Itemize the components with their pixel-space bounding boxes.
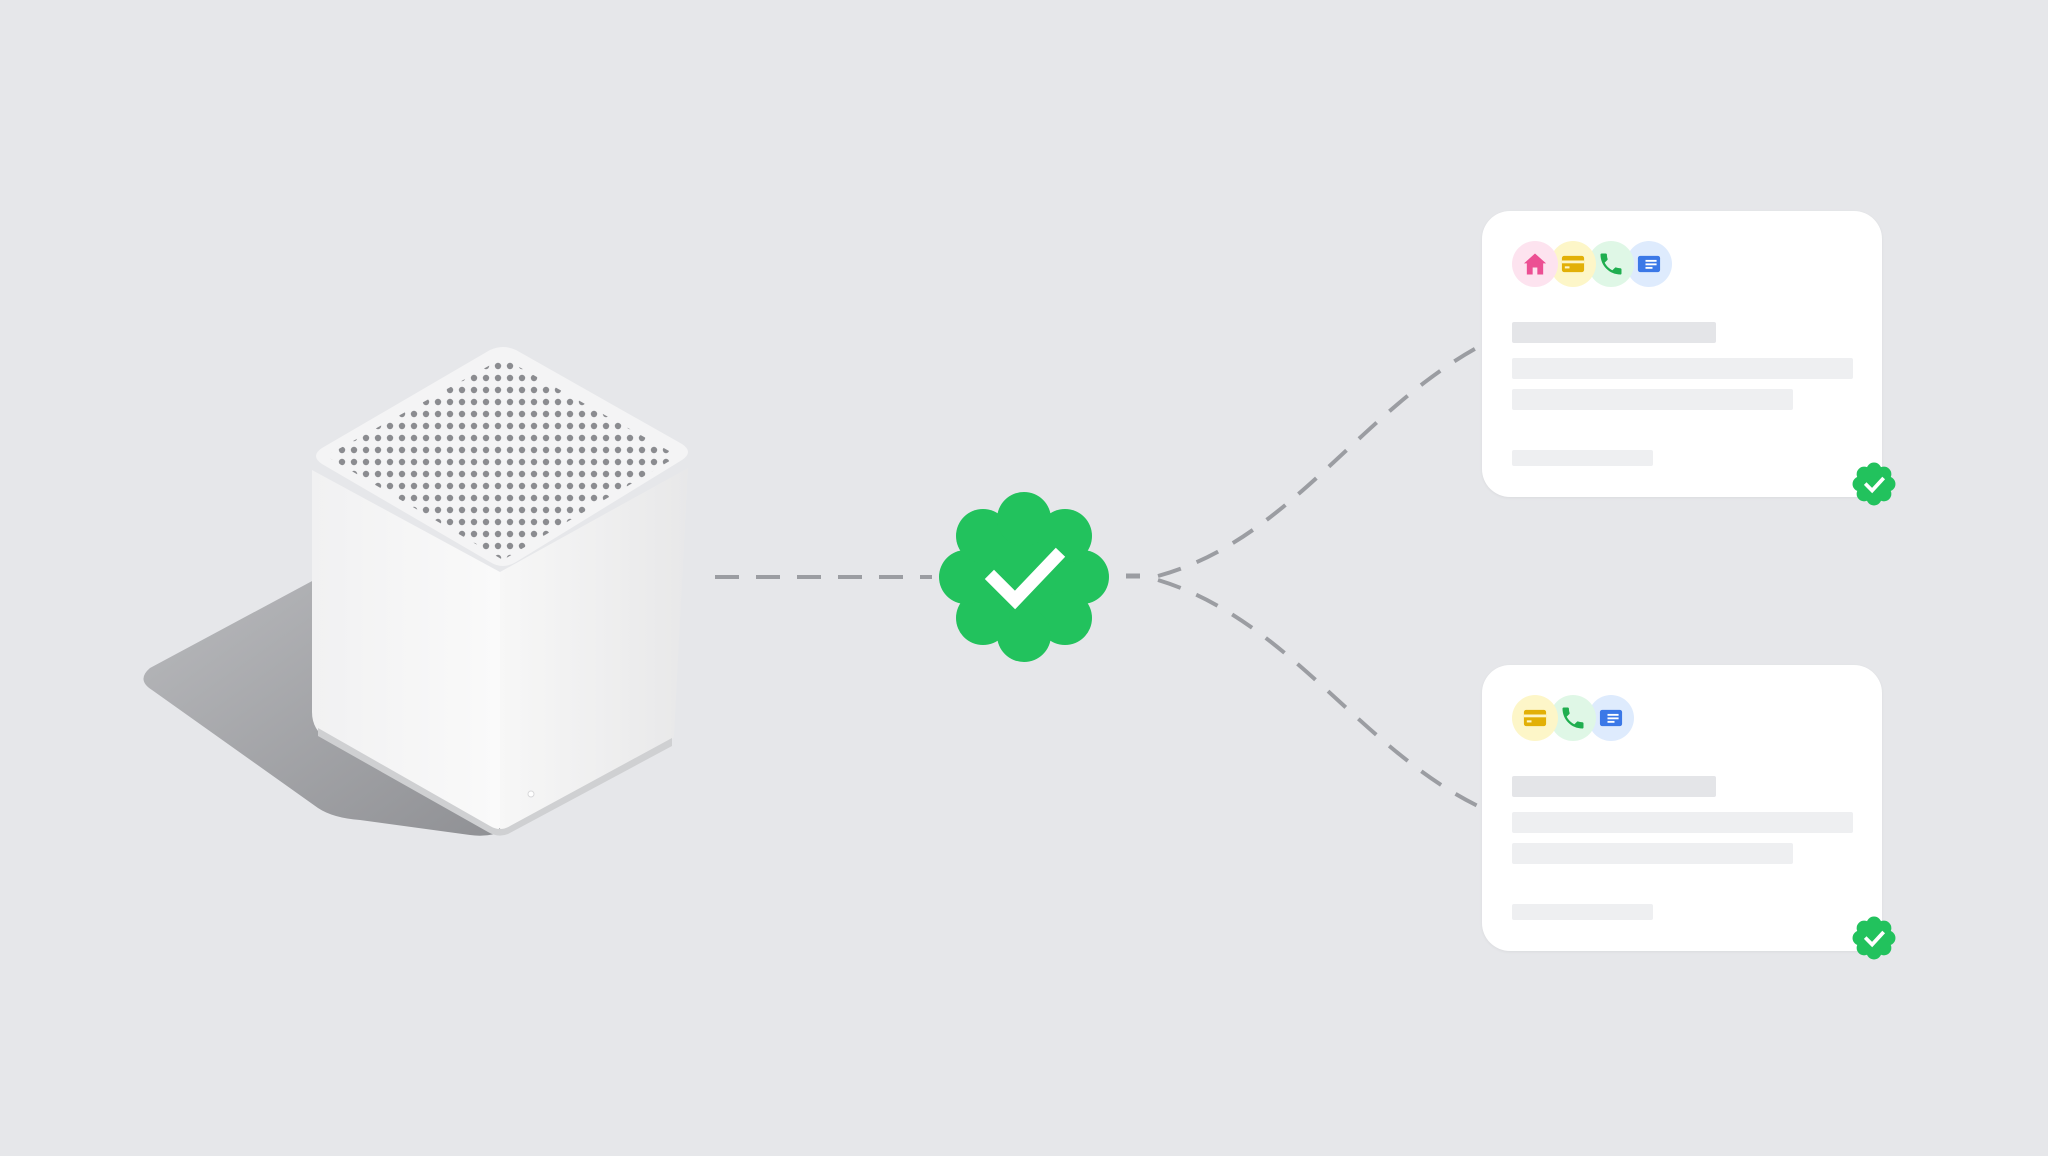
home-icon (1512, 241, 1558, 287)
verified-badge-icon (1852, 916, 1896, 960)
hub-to-card-2-connector (1157, 578, 1483, 810)
device-base-shade (318, 728, 672, 836)
placeholder-title-bar (1512, 322, 1716, 343)
placeholder-text-bar (1512, 843, 1793, 864)
device-left-face (312, 470, 500, 831)
placeholder-text-bar (1512, 389, 1793, 410)
verified-badge-icon (1852, 462, 1896, 506)
placeholder-footer-bar (1512, 904, 1653, 920)
placeholder-title-bar (1512, 776, 1716, 797)
device-right-face (500, 468, 688, 832)
verified-badge-icon (939, 492, 1109, 662)
router-device-icon (143, 347, 688, 836)
credit-card-icon (1512, 695, 1558, 741)
placeholder-text-bar (1512, 812, 1853, 833)
profile-card-2 (1482, 665, 1896, 960)
connector-lines (715, 343, 1483, 810)
hub-to-card-1-connector (1157, 343, 1483, 578)
placeholder-text-bar (1512, 358, 1853, 379)
profile-card-1 (1482, 211, 1896, 506)
placeholder-footer-bar (1512, 450, 1653, 466)
device-led (527, 790, 535, 798)
